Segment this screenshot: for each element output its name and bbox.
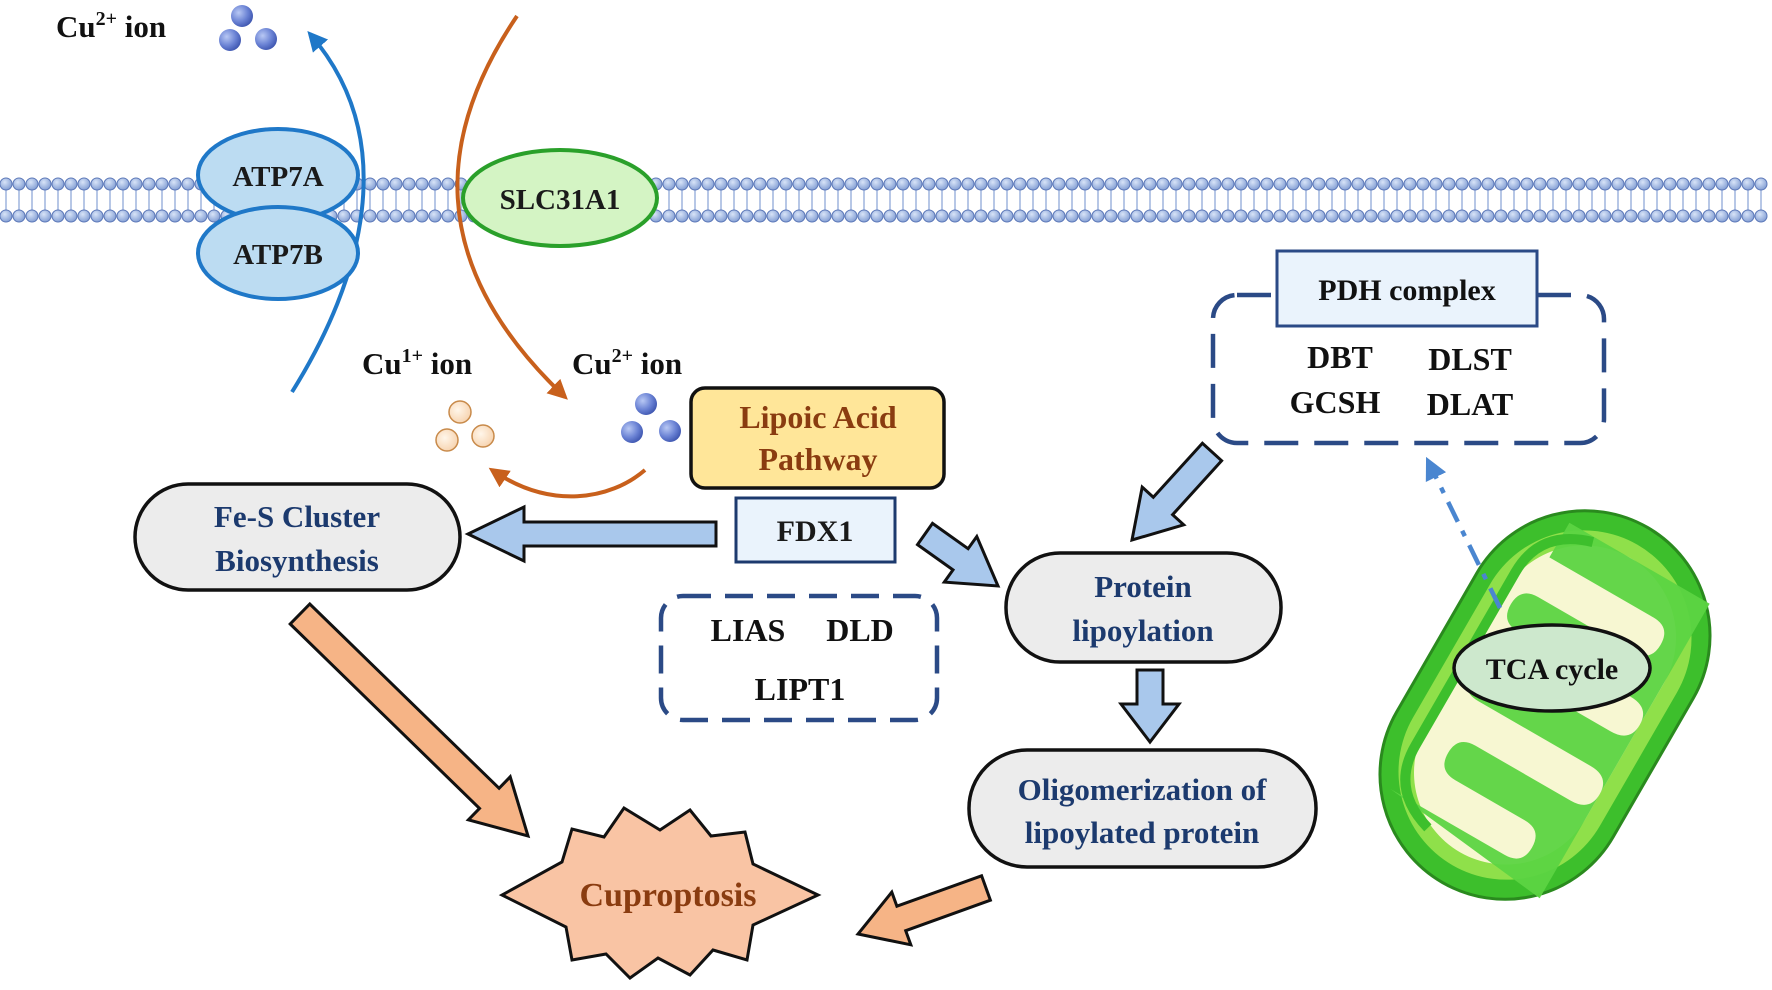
pdh-complex-group: PDH complex DBT DLST GCSH DLAT: [1210, 249, 1607, 446]
protein-lipoylation-node: Protein lipoylation: [1004, 551, 1283, 664]
atp7b-label: ATP7B: [233, 239, 323, 271]
cuproptosis-star: Cuproptosis: [498, 805, 822, 980]
atp7b-transporter: ATP7B: [196, 205, 360, 301]
lias-dld-lipt1-group: LIAS DLD LIPT1: [658, 593, 940, 723]
fdx1-to-fes-arrow: [464, 504, 718, 564]
protein-lipoylation-line2: lipoylation: [1072, 613, 1213, 648]
cu1-inside-ions: [435, 400, 495, 452]
cu2-inside-label: Cu2+ ion: [572, 345, 682, 381]
oligomerization-to-cuproptosis-arrow: [855, 873, 993, 947]
oligomerization-node: Oligomerization of lipoylated protein: [967, 748, 1318, 869]
dld-label: DLD: [826, 612, 894, 648]
mitochondrion: TCA cycle: [1378, 509, 1712, 901]
lipt1-label: LIPT1: [755, 671, 846, 707]
atp7a-label: ATP7A: [232, 161, 323, 193]
lipoic-acid-line2: Pathway: [758, 441, 877, 477]
lipoylation-to-oligomerization-arrow: [1117, 668, 1183, 745]
fe-s-line1: Fe-S Cluster: [214, 499, 380, 534]
fdx1-to-lipoylation-arrow: [915, 521, 1001, 588]
fes-to-cuproptosis-arrow: [288, 601, 531, 839]
pdh-to-lipoylation-arrow: [1130, 441, 1224, 543]
block-arrows: [288, 441, 1224, 947]
reduction-arrow-line: [488, 467, 647, 499]
gcsh-label: GCSH: [1290, 384, 1381, 420]
fdx1-label: FDX1: [777, 515, 854, 548]
cu2-outside-ions: [219, 5, 277, 51]
lipoic-acid-line1: Lipoic Acid: [739, 399, 897, 435]
efflux-arrow-line: [290, 30, 366, 394]
dlat-label: DLAT: [1427, 386, 1514, 422]
tca-cycle-ellipse: [1452, 623, 1652, 713]
fe-s-line2: Biosynthesis: [215, 543, 379, 578]
tca-cycle-label: TCA cycle: [1486, 653, 1618, 686]
dlst-label: DLST: [1428, 341, 1512, 377]
dbt-label: DBT: [1307, 339, 1373, 375]
tca-to-pdh-dashed-arrow: [1425, 456, 1503, 609]
cu2-outside-label: Cu2+ ion: [56, 8, 166, 44]
cuproptosis-label: Cuproptosis: [580, 877, 757, 914]
oligomerization-line1: Oligomerization of: [1018, 772, 1267, 807]
pdh-complex-title: PDH complex: [1318, 274, 1495, 307]
slc31a1-label: SLC31A1: [500, 184, 621, 216]
cu1-inside-label: Cu1+ ion: [362, 345, 472, 381]
protein-lipoylation-line1: Protein: [1094, 569, 1192, 604]
lias-label: LIAS: [711, 612, 786, 648]
oligomerization-line2: lipoylated protein: [1025, 815, 1260, 850]
fe-s-cluster-node: Fe-S Cluster Biosynthesis: [133, 482, 462, 592]
lipoic-acid-pathway-box: Lipoic Acid Pathway: [689, 386, 946, 490]
slc31a1-transporter: SLC31A1: [461, 148, 659, 248]
fdx1-box: FDX1: [734, 496, 897, 564]
cu2-inside-ions: [621, 393, 681, 443]
influx-arrow-line: [455, 14, 568, 400]
